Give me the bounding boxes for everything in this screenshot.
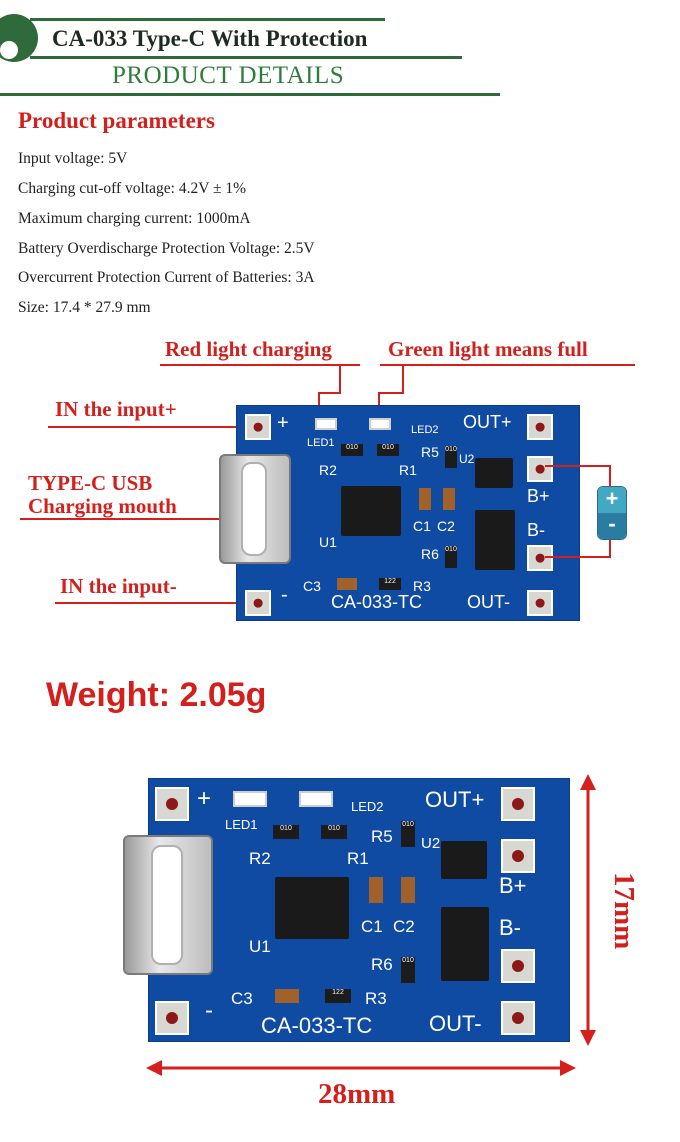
header-rule-top (30, 18, 385, 21)
pointer-red-light (339, 364, 341, 394)
pcb-board-bottom: + - LED1 LED2 OUT+ OUT- B+ B- CA-033-TC … (123, 778, 570, 1042)
header-title: CA-033 Type-C With Protection (52, 26, 368, 51)
param-item: Maximum charging current: 1000mA (18, 210, 251, 227)
underline-green-light (380, 364, 635, 366)
param-item: Charging cut-off voltage: 4.2V ± 1% (18, 180, 247, 197)
dimension-width: 28mm (318, 1078, 396, 1110)
pcb-board-top: + - LED1 LED2 OUT+ OUT- B+ B- CA-033-TC … (219, 405, 580, 621)
param-item: Overcurrent Protection Current of Batter… (18, 269, 315, 286)
wire-b-plus (545, 465, 611, 467)
wire-b-minus (609, 538, 611, 558)
header-rule-middle (30, 56, 462, 59)
callout-in-minus: IN the input- (60, 574, 177, 598)
dimension-height: 17mm (608, 872, 640, 950)
leaf-logo-icon (0, 14, 38, 62)
param-item: Input voltage: 5V (18, 150, 128, 167)
pointer-green-light (402, 364, 404, 394)
underline-in-plus (48, 426, 256, 428)
underline-red-light (160, 364, 360, 366)
pointer-red-light (318, 392, 341, 394)
underline-typec (20, 518, 240, 520)
wire-b-minus (545, 556, 611, 558)
param-item: Battery Overdischarge Protection Voltage… (18, 240, 315, 257)
underline-in-minus (55, 602, 255, 604)
callout-in-plus: IN the input+ (55, 397, 177, 421)
callout-typec-line2: Charging mouth (28, 494, 177, 518)
battery-minus-label: - (598, 513, 626, 539)
header-rule-bottom (0, 93, 500, 96)
callout-red-light: Red light charging (165, 337, 332, 361)
pointer-green-light (378, 392, 404, 394)
param-item: Size: 17.4 * 27.9 mm (18, 299, 151, 316)
callout-typec-line1: TYPE-C USB (28, 471, 153, 495)
battery-icon: + - (597, 486, 627, 540)
wire-b-plus (609, 465, 611, 487)
weight-label: Weight: 2.05g (46, 676, 267, 714)
battery-plus-label: + (598, 487, 626, 513)
callout-green-light: Green light means full (388, 337, 588, 361)
header-subtitle: PRODUCT DETAILS (112, 62, 345, 89)
params-heading: Product parameters (18, 108, 215, 133)
